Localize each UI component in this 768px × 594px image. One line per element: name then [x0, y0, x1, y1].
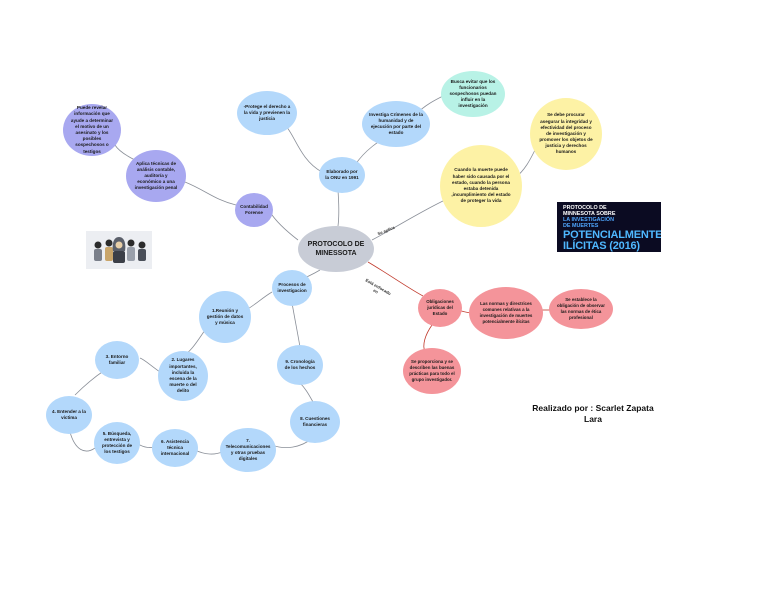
node-obligaciones[interactable]: Obligaciones jurídicas del Estado	[418, 289, 462, 327]
node-debe[interactable]: Se debe procurar asegurar la integridad …	[530, 98, 602, 170]
node-puede[interactable]: Puede revelar información que ayude a de…	[63, 104, 121, 156]
thumb-line5: POTENCIALMENTE	[563, 228, 661, 241]
edge-n2-n3	[139, 357, 161, 373]
node-proteger[interactable]: -Protege el derecho a la vida y previene…	[237, 91, 297, 135]
edge-n8-n9	[299, 382, 314, 403]
node-establece[interactable]: Se establece la obligación de observar l…	[549, 289, 613, 329]
edge-center-contabilidad	[269, 211, 299, 241]
node-aplica[interactable]: Aplica técnicas de análisis contable, au…	[126, 150, 186, 202]
thumb-line6: ILÍCITAS (2016)	[563, 240, 640, 252]
edge-elaborado-proteger	[284, 124, 323, 173]
author-credit: Realizado por : Scarlet Zapata Lara	[524, 403, 662, 425]
node-cuando[interactable]: Cuando la muerte puede haber sido causad…	[440, 145, 522, 227]
forensic-team-image	[86, 231, 152, 269]
node-n3[interactable]: 3. Entorno familiar	[95, 341, 139, 379]
node-n4[interactable]: 4. Entender a la víctima	[46, 396, 92, 434]
node-proporciona[interactable]: Se proporciona y se describen las buenas…	[403, 348, 461, 394]
edge-n3-n4	[74, 369, 106, 396]
edge-n4-n5	[69, 431, 96, 452]
node-n6[interactable]: 6. Asistencia técnica internacional	[152, 429, 198, 467]
thumb-line3: LA INVESTIGACIÓN	[563, 216, 615, 223]
credit-line2: Lara	[584, 414, 602, 425]
thumb-line4: DE MUERTES	[563, 222, 599, 229]
thumb-line1: PROTOCOLO DE	[563, 205, 607, 211]
node-n1[interactable]: 1.Reunión y gestión de datos y música	[199, 291, 251, 343]
node-n2[interactable]: 2. Lugares importantes, incluida la esce…	[158, 351, 208, 401]
thumb-line2: MINNESOTA SOBRE	[563, 210, 616, 217]
node-normas[interactable]: Las normas y directrices comunes relativ…	[469, 287, 543, 339]
node-n5[interactable]: 5. Búsqueda, entrevista y protección de …	[94, 422, 140, 464]
edge-aplica-puede	[114, 144, 136, 161]
node-busca[interactable]: Busca evitar que los funcionarios sospec…	[441, 71, 505, 117]
node-investiga[interactable]: Investiga Crímenes de la humanidad y de …	[362, 101, 430, 147]
node-n9[interactable]: 9. Cronología de los hechos	[277, 345, 323, 385]
node-n8[interactable]: 8. Cuestiones financieras	[290, 401, 340, 443]
edge-procesos-n1	[245, 291, 273, 311]
edge-center-cuando	[371, 199, 446, 241]
node-elaborado[interactable]: Elaborado por la ONU en 1991	[319, 157, 365, 193]
edge-center-obligaciones	[367, 261, 424, 297]
credit-line1: Realizado por : Scarlet Zapata	[532, 403, 654, 413]
node-procesos[interactable]: Procesos de investigacion	[272, 270, 312, 306]
center-node[interactable]: PROTOCOLO DE MINESSOTA	[298, 226, 374, 272]
node-n7[interactable]: 7. Telecomunicaciones y otras pruebas di…	[220, 428, 276, 472]
people-icon	[86, 231, 152, 269]
protocol-cover-thumbnail: PROTOCOLO DE MINNESOTA SOBRE LA INVESTIG…	[557, 202, 661, 252]
node-contabilidad[interactable]: Contabilidad Forense	[235, 193, 273, 227]
edge-n6-n7	[194, 449, 223, 455]
edge-center-elaborado	[337, 187, 340, 227]
edge-procesos-n9	[291, 302, 301, 348]
edge-contabilidad-aplica	[184, 181, 237, 206]
